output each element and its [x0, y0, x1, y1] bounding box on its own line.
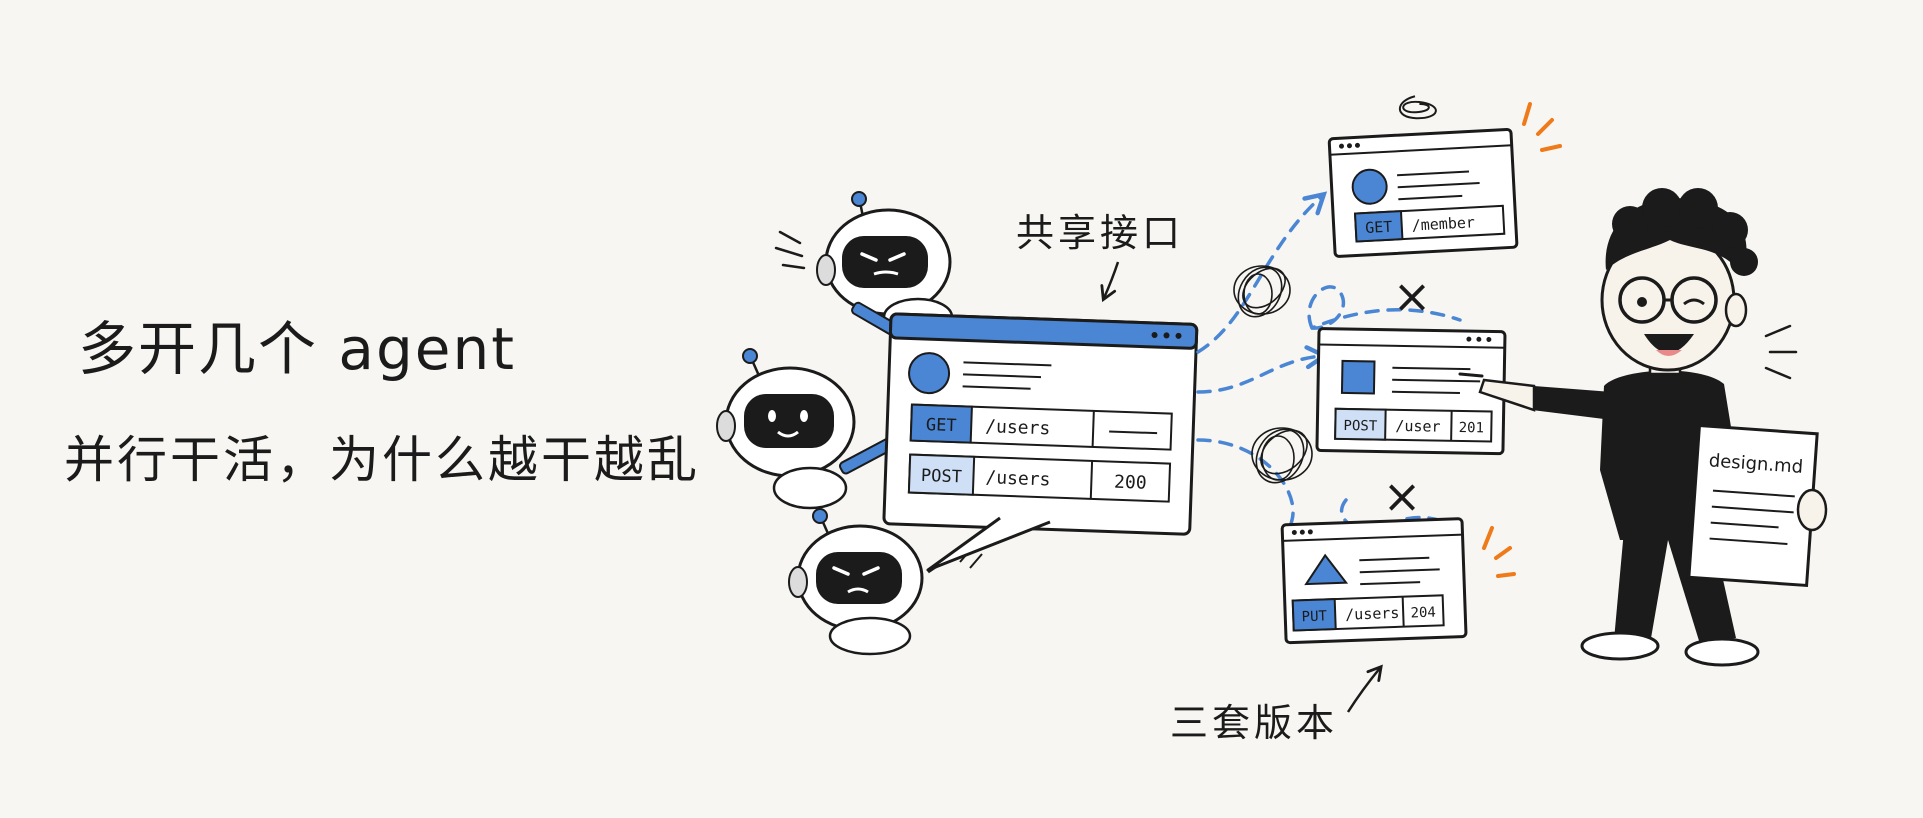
tangle-icon-2 — [1251, 427, 1313, 484]
headline-line-1: 多开几个 agent — [78, 315, 516, 383]
speed-lines-icon — [1764, 324, 1798, 380]
shared-interface-label: 共享接口 — [1016, 211, 1184, 255]
version-window-3: PUT /users 204 — [1280, 517, 1468, 645]
design-doc: design.md — [1687, 423, 1819, 588]
conflict-cross-1: × — [1393, 269, 1432, 323]
shared-row-2-path: /users — [985, 467, 1051, 490]
tangle-icon-1 — [1233, 265, 1291, 318]
headline-line-2: 并行干活，为什么越干越乱 — [64, 431, 700, 489]
three-versions-arrow — [1346, 664, 1383, 713]
shared-row-1-path: /users — [985, 416, 1051, 439]
three-versions-label: 三套版本 — [1170, 701, 1338, 745]
version-window-2: POST /user 201 — [1315, 327, 1507, 456]
version-3-path: /users — [1345, 604, 1400, 624]
version-window-1: GET /member — [1327, 95, 1519, 258]
hand-holding-doc — [1796, 488, 1828, 532]
spiral-icon — [1398, 95, 1437, 120]
alert-strokes-icon — [1522, 102, 1562, 152]
speech-tail — [926, 516, 1051, 572]
robot-bottom — [788, 508, 924, 656]
shared-row-2-method: POST — [921, 466, 963, 487]
version-1-method: GET — [1365, 218, 1393, 237]
shared-interface-window: GET /users POST /users 200 — [882, 312, 1199, 536]
robot-middle — [716, 348, 896, 510]
shared-row-1-method: GET — [926, 415, 957, 436]
version-2-path: /user — [1395, 417, 1440, 436]
version-3-status: 204 — [1410, 605, 1436, 622]
shared-interface-arrow — [1100, 261, 1120, 303]
version-1-path: /member — [1411, 213, 1475, 234]
version-2-method: POST — [1343, 418, 1378, 435]
person — [1458, 188, 1760, 667]
speed-lines-icon — [774, 230, 806, 270]
conflict-cross-2: × — [1383, 469, 1422, 523]
shared-row-2-status: 200 — [1114, 472, 1147, 494]
alert-strokes-icon — [1482, 526, 1516, 578]
version-2-status: 201 — [1459, 420, 1485, 436]
version-3-method: PUT — [1301, 608, 1327, 625]
